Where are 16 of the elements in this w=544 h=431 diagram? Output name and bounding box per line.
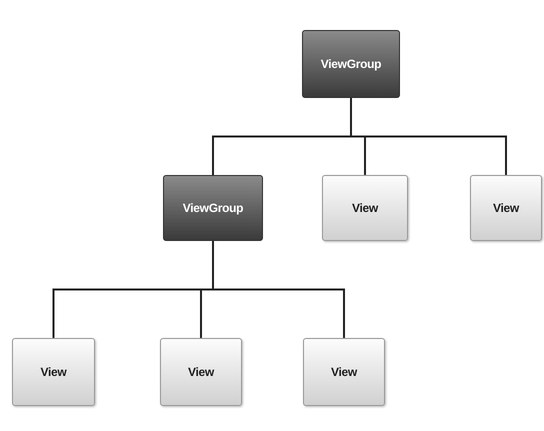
leaf-node-box [303,338,385,406]
leaf-node-box [12,338,95,406]
parent-node-box [163,175,263,241]
node-label: View [331,365,357,379]
connector-line [212,241,345,338]
parent-node-box [302,30,400,98]
node-label: View [188,365,214,379]
leaf-node-box [160,338,242,406]
node-label: View [40,365,66,379]
connector-line [350,98,507,175]
node-label: View [493,201,519,215]
node-label: View [352,201,378,215]
leaf-node-box [322,175,408,241]
leaf-node-box [470,175,542,241]
node-label: ViewGroup [182,201,244,215]
node-label: ViewGroup [320,57,382,71]
